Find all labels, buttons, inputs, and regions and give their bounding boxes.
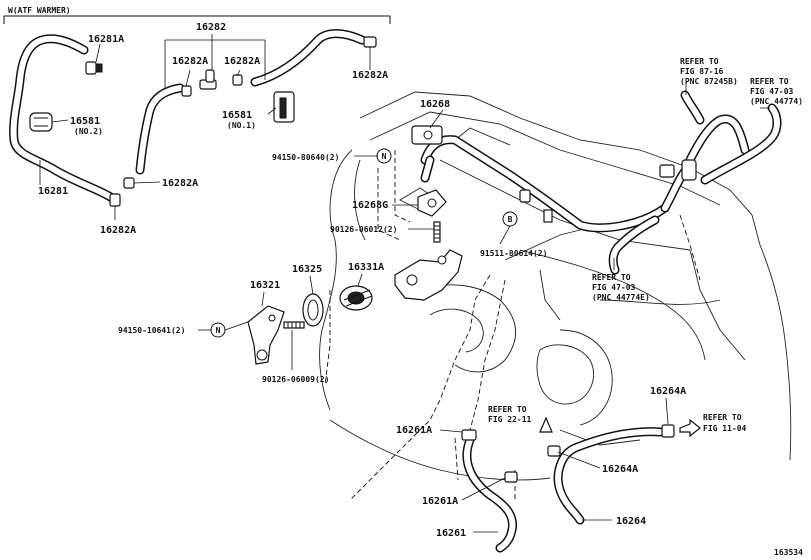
group-label: W(ATF WARMER) [8, 6, 71, 15]
hose-16261 [461, 429, 518, 553]
gasket-16325 [302, 293, 324, 327]
label-90126-06012: 90126-06012(2) [330, 225, 397, 234]
label-16581-no1: 16581 [222, 110, 252, 121]
gasket-16268G [417, 189, 447, 217]
refer-note-47-03: REFER TO FIG 47-03 (PNC 44774) [750, 77, 803, 106]
label-90126-06009: 90126-06009(2) [262, 375, 329, 384]
engine-outline [319, 91, 792, 481]
stud-90126-06012 [433, 221, 441, 243]
marker-n-left: N [210, 322, 226, 338]
hose-16282-right [250, 29, 367, 87]
figure-id: 163534 [774, 548, 803, 557]
svg-text:(PNC 44774E): (PNC 44774E) [592, 293, 650, 302]
label-16261A-a: 16261A [396, 425, 432, 436]
label-16268G: 16268G [352, 200, 388, 211]
label-16264A-a: 16264A [650, 386, 686, 397]
label-94150-80640: 94150-80640(2) [272, 153, 339, 162]
svg-text:FIG 22-11: FIG 22-11 [488, 415, 532, 424]
svg-text:REFER TO: REFER TO [488, 405, 527, 414]
svg-text:FIG 47-03: FIG 47-03 [592, 283, 636, 292]
svg-text:N: N [216, 326, 221, 335]
label-16581-no2-note: (NO.2) [74, 127, 103, 136]
pipe-16268 [411, 125, 670, 233]
label-16581-no2: 16581 [70, 116, 100, 127]
clamp-16581-no2 [29, 112, 53, 132]
thermostat-16331A [339, 285, 373, 311]
svg-text:REFER TO: REFER TO [750, 77, 789, 86]
hose-16282-left [135, 83, 185, 175]
refer-note-47-03-e: REFER TO FIG 47-03 (PNC 44774E) [592, 273, 650, 302]
svg-text:REFER TO: REFER TO [680, 57, 719, 66]
clip-16282A-right [363, 36, 377, 48]
label-91511-80614: 91511-80614(2) [480, 249, 547, 258]
label-16321: 16321 [250, 280, 280, 291]
hose-to-47-03-e [608, 215, 660, 275]
atf-warmer-bracket: W(ATF WARMER) [3, 6, 391, 24]
refer-note-11-04: REFER TO FIG 11-04 [703, 413, 747, 433]
label-16581-no1-note: (NO.1) [227, 121, 256, 130]
refer-note-87-16: REFER TO FIG 87-16 (PNC 87245B) [680, 57, 738, 86]
label-16282: 16282 [196, 22, 226, 33]
label-16331A: 16331A [348, 262, 384, 273]
svg-text:B: B [508, 215, 513, 224]
marker-n-top: N [376, 148, 392, 164]
marker-b: B [502, 211, 518, 227]
label-16264A-b: 16264A [602, 464, 638, 475]
clip-16282A-lower [109, 177, 135, 207]
stud-90126-06009 [283, 321, 305, 329]
label-16268: 16268 [420, 99, 450, 110]
svg-text:FIG 87-16: FIG 87-16 [680, 67, 724, 76]
label-16281A: 16281A [88, 34, 124, 45]
plug-91511 [543, 209, 553, 223]
label-16281: 16281 [38, 186, 68, 197]
arrow-to-22-11 [539, 416, 553, 433]
svg-text:FIG 11-04: FIG 11-04 [703, 424, 747, 433]
label-16282A-a: 16282A [172, 56, 208, 67]
label-16261: 16261 [436, 528, 466, 539]
refer-note-22-11: REFER TO FIG 22-11 [488, 405, 532, 424]
label-94150-10641: 94150-10641(2) [118, 326, 185, 335]
label-16282A-b: 16282A [224, 56, 260, 67]
tee-joint-16282 [181, 69, 243, 97]
svg-text:(PNC 87245B): (PNC 87245B) [680, 77, 738, 86]
svg-text:FIG 47-03: FIG 47-03 [750, 87, 794, 96]
label-16264: 16264 [616, 516, 646, 527]
hose-upper-right [659, 90, 782, 213]
label-16282A-e: 16282A [100, 225, 136, 236]
svg-text:REFER TO: REFER TO [592, 273, 631, 282]
hose-16264 [547, 424, 675, 525]
clamp-16581-no1 [273, 91, 295, 123]
svg-text:REFER TO: REFER TO [703, 413, 742, 422]
svg-text:(PNC 44774): (PNC 44774) [750, 97, 803, 106]
label-16261A-b: 16261A [422, 496, 458, 507]
clip-16281A [85, 61, 103, 75]
water-outlet-housing [394, 249, 463, 301]
label-16282A-d: 16282A [162, 178, 198, 189]
label-16325: 16325 [292, 264, 322, 275]
dashed-reference-lines [324, 150, 701, 501]
water-inlet-16321 [247, 305, 285, 365]
hose-16281 [9, 34, 117, 203]
leader-lines [39, 34, 770, 533]
part-labels: 16281A 16282 16282A 16282A 16282A 16581 … [38, 22, 686, 539]
arrow-to-11-04 [679, 418, 701, 438]
svg-text:N: N [382, 152, 387, 161]
label-16282A-c: 16282A [352, 70, 388, 81]
